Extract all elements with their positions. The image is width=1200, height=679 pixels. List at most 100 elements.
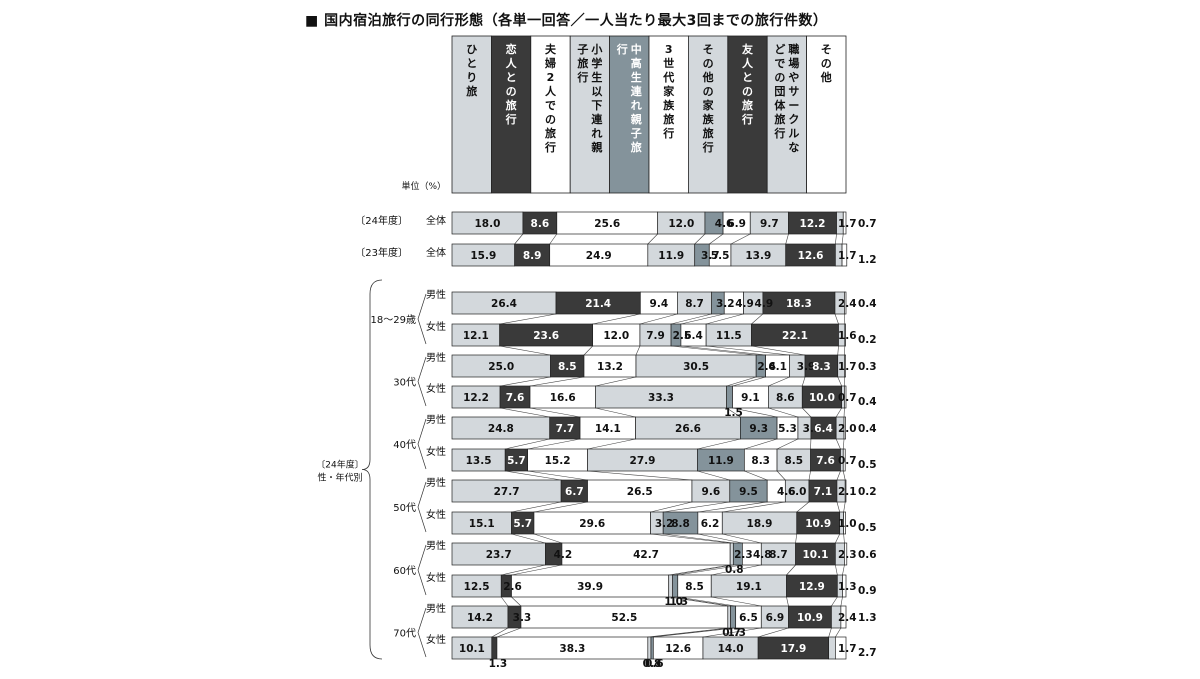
bar-segment — [727, 386, 733, 408]
bar-segment — [731, 606, 736, 628]
connector-line — [511, 502, 561, 512]
data-label: 7.6 — [506, 392, 525, 404]
legend-swatch — [610, 36, 649, 193]
connector-line — [500, 408, 550, 417]
legend-label: の — [703, 57, 714, 70]
legend-label: 子 — [631, 127, 642, 140]
connector-line — [651, 534, 731, 543]
legend-label: 親 — [631, 112, 642, 126]
legend-label: 旅 — [703, 126, 714, 140]
connector-line — [671, 346, 756, 355]
connector-line — [835, 628, 841, 637]
chart-title: ■ 国内宿泊旅行の同行形態（各単一回答／一人当たり最大3回までの旅行件数） — [305, 10, 827, 30]
legend-label: 行 — [544, 140, 556, 154]
data-label: 0.2 — [858, 334, 877, 346]
legend-label: 旅 — [663, 112, 674, 126]
data-label: 12.5 — [464, 581, 490, 593]
data-label: 30.5 — [683, 361, 709, 373]
connector-line — [697, 439, 740, 449]
connector-line — [681, 314, 724, 324]
data-label: 2.4 — [838, 612, 857, 624]
data-label: 17.9 — [780, 643, 806, 655]
row-label: 男性 — [426, 476, 446, 489]
data-label: 2.4 — [838, 298, 857, 310]
connector-line — [797, 502, 809, 512]
connector-line — [648, 234, 658, 244]
legend-swatch — [570, 36, 609, 193]
data-label: 5.7 — [507, 455, 526, 467]
connector-line — [835, 234, 836, 244]
connector-line — [758, 628, 788, 637]
data-label: 11.5 — [716, 330, 742, 342]
connector-line — [595, 377, 636, 386]
data-label: 9.3 — [749, 423, 768, 435]
year-label: 〔23年度〕 — [355, 246, 408, 259]
data-label: 12.6 — [665, 643, 691, 655]
row-label: 男性 — [426, 539, 446, 552]
age-bracket — [418, 294, 426, 344]
age-group-label: 18〜29歳 — [371, 314, 416, 326]
legend-label: 団 — [774, 84, 785, 98]
data-label: 6.5 — [739, 612, 758, 624]
legend-label: の — [774, 71, 785, 84]
legend-label: 体 — [774, 98, 786, 112]
data-label: 27.7 — [494, 486, 520, 498]
age-group-label: 60代 — [393, 565, 416, 577]
legend-label: 他 — [820, 70, 832, 84]
legend-swatch — [767, 36, 806, 193]
data-label: 5.5 — [711, 250, 730, 262]
legend-label: 家 — [663, 84, 675, 98]
legend-label: 以 — [591, 85, 602, 98]
legend-label: 旅 — [466, 84, 477, 98]
connector-line — [505, 439, 550, 449]
data-label: 1.2 — [858, 254, 877, 266]
connector-line — [497, 628, 521, 637]
data-label: 6.4 — [684, 330, 703, 342]
data-label: 8.5 — [558, 361, 577, 373]
data-label: 2.6 — [503, 581, 522, 593]
connector-line — [837, 502, 840, 512]
connector-line — [636, 346, 640, 355]
row-label: 女性 — [426, 571, 446, 584]
age-group-label: 30代 — [393, 377, 416, 389]
data-label: 23.7 — [486, 549, 512, 561]
data-label: 6.1 — [768, 361, 787, 373]
legend-label: ど — [774, 43, 785, 56]
data-label: 25.6 — [594, 218, 620, 230]
bar-segment — [673, 575, 678, 597]
legend-label: 旅 — [742, 98, 753, 112]
data-label: 8.7 — [685, 298, 704, 310]
legend-label: ー — [788, 99, 799, 112]
connector-line — [836, 408, 842, 417]
data-label: 1.7 — [838, 218, 857, 230]
row-label: 女性 — [426, 508, 446, 521]
age-group-label: 70代 — [393, 628, 416, 640]
connector-line — [843, 471, 845, 480]
legend-label: 小 — [590, 42, 602, 56]
data-label: 9.5 — [739, 486, 758, 498]
legend-label: れ — [631, 99, 642, 112]
connector-line — [595, 408, 635, 417]
data-label: 1.0 — [838, 518, 857, 530]
connector-line — [648, 628, 728, 637]
data-label: 10.0 — [809, 392, 835, 404]
data-label: 24.8 — [488, 423, 514, 435]
connector-line — [842, 565, 844, 575]
data-label: 6.9 — [766, 612, 785, 624]
data-label: 2.7 — [858, 647, 877, 659]
data-label: 11.9 — [658, 250, 684, 262]
legend-label: 他 — [702, 70, 714, 84]
legend-label: 中 — [631, 42, 642, 56]
data-label: 1.3 — [858, 612, 877, 624]
legend-label: 代 — [662, 70, 674, 84]
data-label: 12.0 — [603, 330, 629, 342]
data-label: 4.9 — [755, 298, 774, 310]
connector-line — [530, 377, 584, 386]
legend-label: 連 — [591, 112, 603, 126]
row-label: 女性 — [426, 320, 446, 333]
data-label: 8.3 — [812, 361, 831, 373]
data-label: 0.6 — [858, 549, 877, 561]
connector-line — [733, 377, 766, 386]
data-label: 11.9 — [708, 455, 734, 467]
data-label: 0.7 — [838, 392, 857, 404]
